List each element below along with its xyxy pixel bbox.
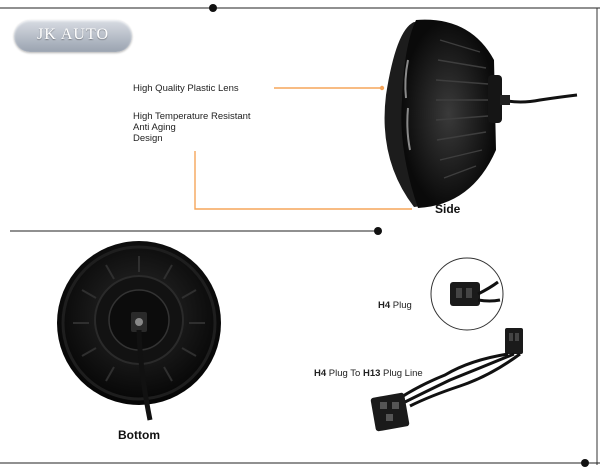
brand-logo-text: JK AUTO (36, 26, 110, 43)
adapter-label-bold-h4: H4 (314, 368, 327, 379)
adapter-label-mid: Plug To (326, 368, 363, 379)
housing-feature-label-line2: Anti Aging (133, 122, 176, 133)
adapter-label-rest: Plug Line (380, 368, 423, 379)
middle-divider-dot (374, 227, 382, 235)
side-view-caption: Side (435, 202, 461, 216)
h4-plug-label-rest: Plug (390, 300, 412, 311)
top-divider-dot (209, 4, 217, 12)
lens-callout-dot (379, 85, 385, 91)
h4-plug-detail (430, 257, 504, 331)
bottom-headlight (57, 241, 221, 421)
brand-logo: JK AUTO (14, 20, 132, 52)
side-headlight (384, 19, 578, 208)
adapter-label-bold-h13: H13 (362, 368, 381, 379)
lens-feature-label: High Quality Plastic Lens (133, 83, 239, 94)
housing-feature-label-line3: Design (133, 133, 163, 144)
adapter-cable (370, 328, 523, 432)
h4-plug-label: H4 Plug (378, 300, 412, 311)
callout-lines (194, 85, 417, 210)
h4-plug-label-bold: H4 (378, 300, 391, 311)
housing-callout-line (194, 151, 412, 210)
housing-feature-label-line1: High Temperature Resistant (133, 111, 251, 122)
bottom-view-caption: Bottom (118, 428, 160, 442)
adapter-cable-label: H4 Plug To H13 Plug Line (314, 368, 423, 379)
bottom-divider-dot (581, 459, 589, 467)
